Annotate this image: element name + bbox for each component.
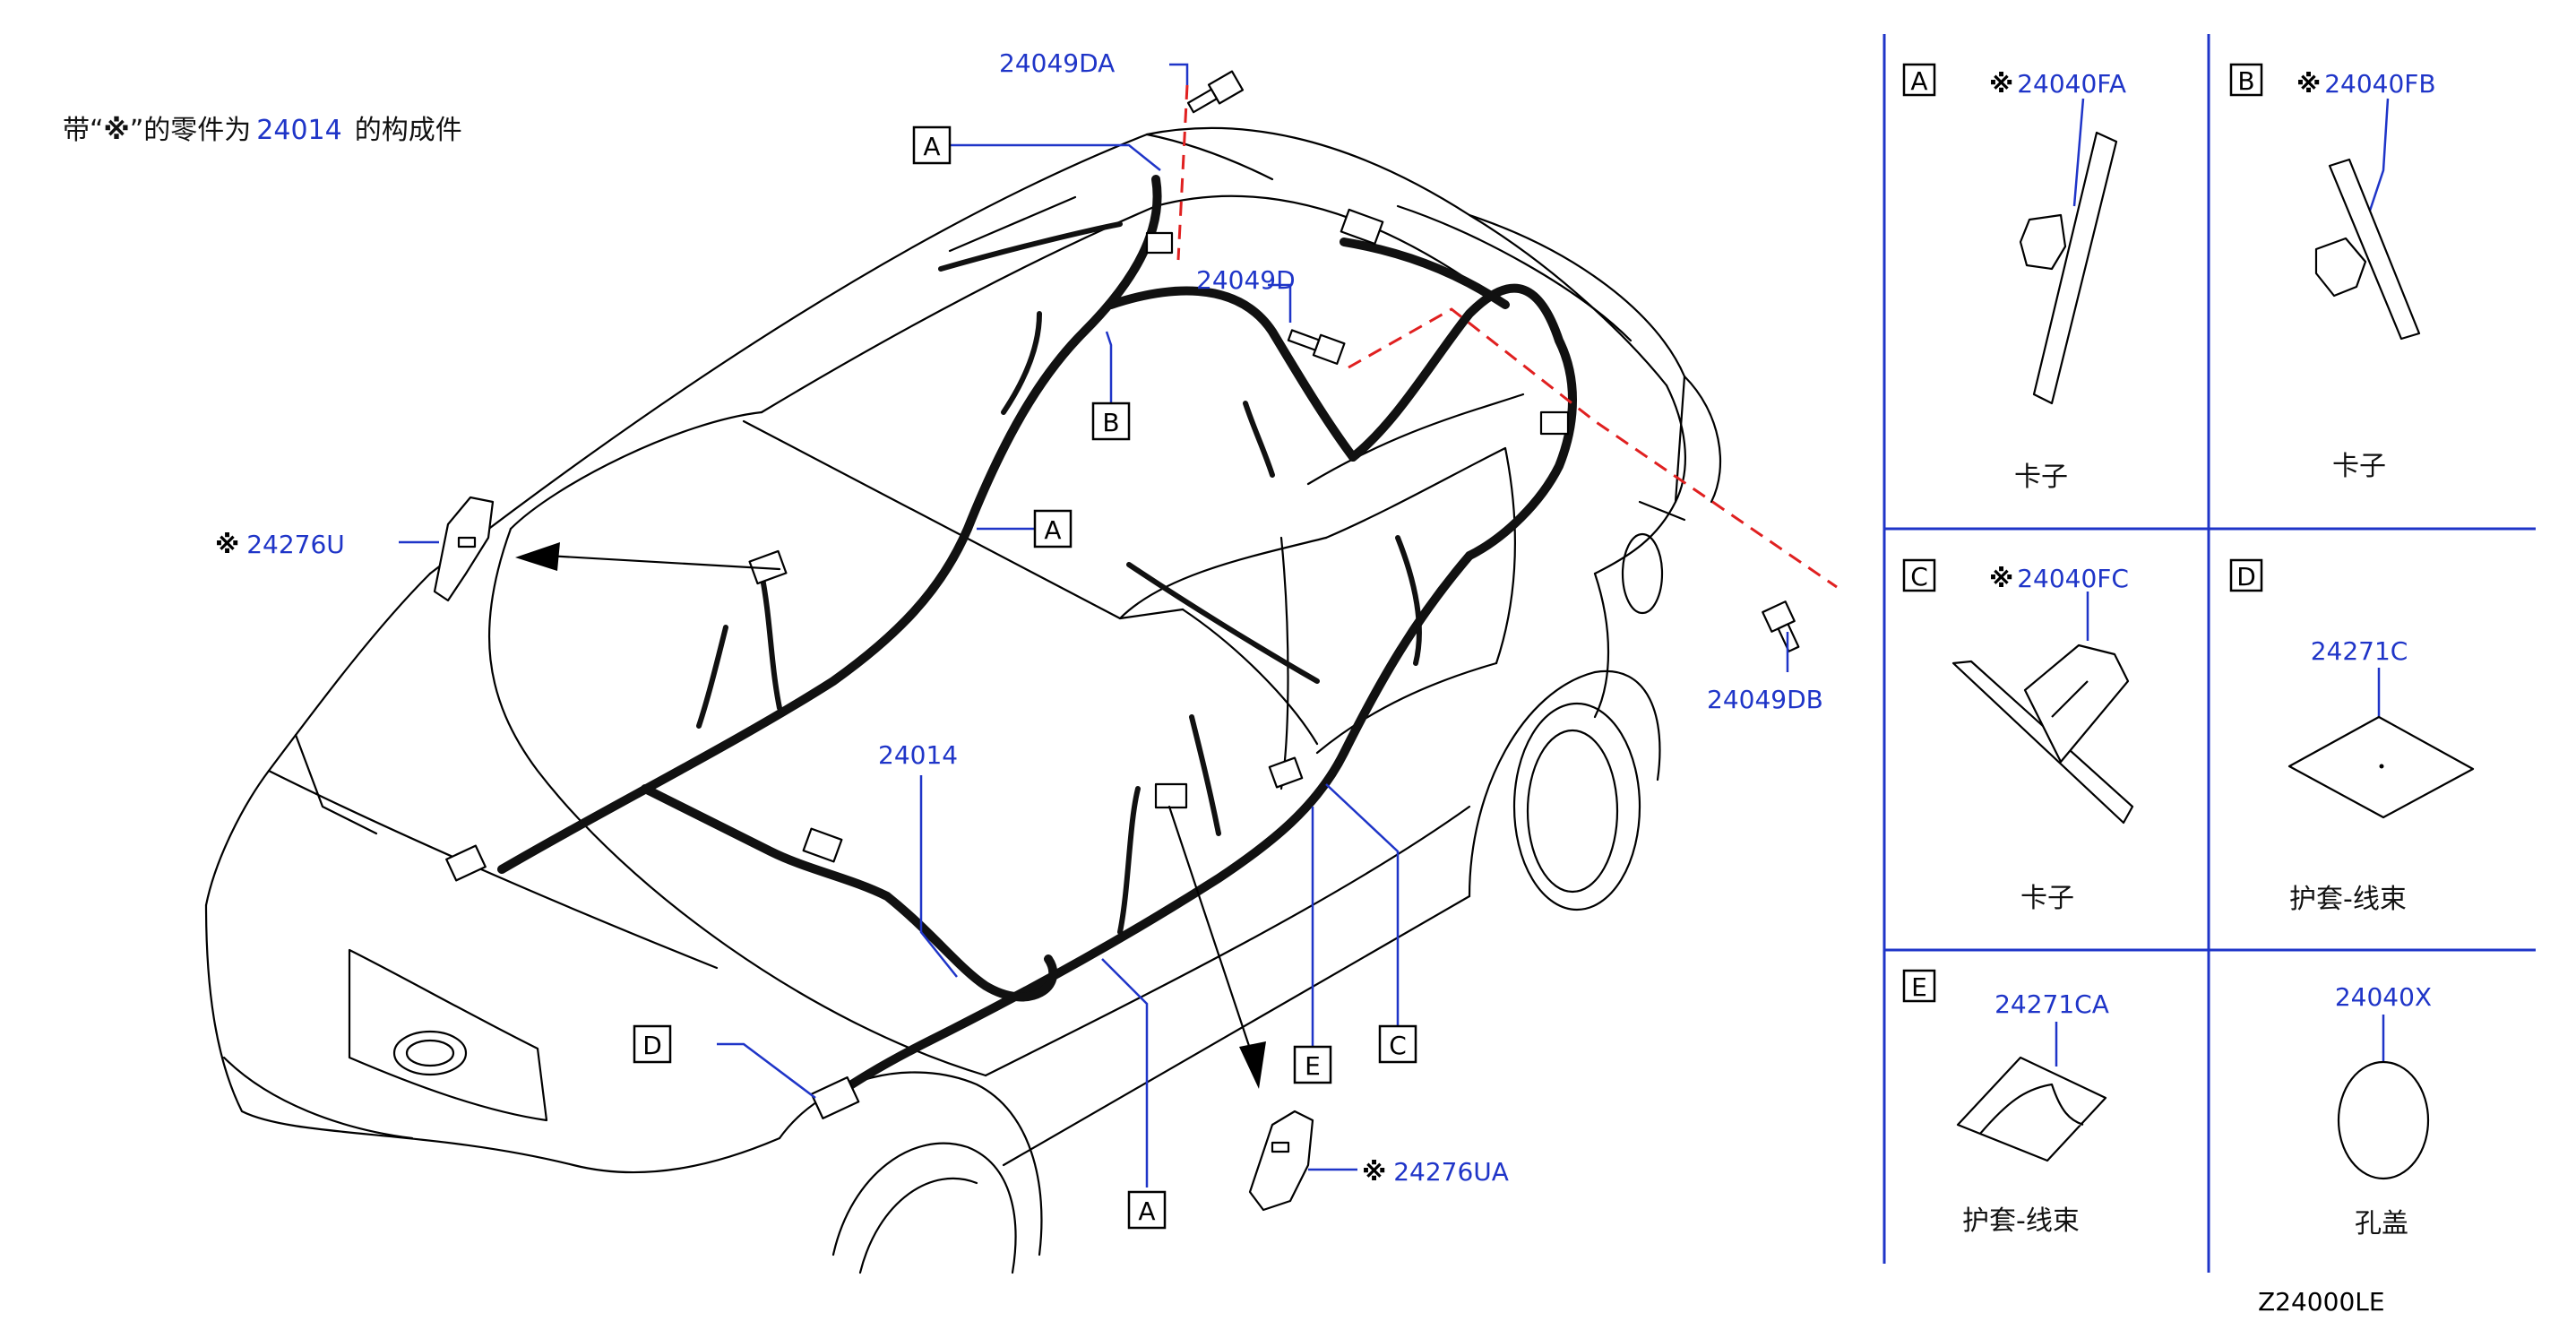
arrow-line-ua [1167, 805, 1252, 1050]
callout-A-top: A [912, 125, 952, 165]
arrow-head-ua [1239, 1041, 1266, 1089]
callout-B: B [1091, 402, 1131, 441]
svg-text:A: A [1044, 515, 1061, 545]
callout-D: D [633, 1024, 672, 1064]
part-no-24040FC: ※24040FC [1989, 564, 2129, 593]
svg-text:A: A [1138, 1196, 1155, 1226]
label-24276U: ※24276U [215, 530, 345, 559]
part-no-24271CA: 24271CA [1994, 989, 2109, 1019]
harness-connectors [445, 208, 1570, 1119]
parts-table-grid [1882, 34, 2536, 1273]
grommet-24271C-icon [2287, 715, 2475, 819]
svg-text:A: A [923, 132, 940, 161]
bolt-location-leaders [1176, 84, 1838, 589]
callout-C: C [1378, 1024, 1417, 1064]
part-no-24271C: 24271C [2311, 636, 2408, 666]
callout-A-bottom: A [1127, 1190, 1167, 1230]
grommet-24271CA-icon [1956, 1056, 2107, 1162]
diagram-code: Z24000LE [2258, 1287, 2385, 1317]
svg-text:A: A [1910, 66, 1927, 96]
parts-cell-24040X: 24040X 孔盖 [2335, 982, 2432, 1239]
part-name-C: 卡子 [2020, 883, 2074, 914]
svg-text:B: B [1102, 408, 1119, 437]
callout-E: E [1293, 1045, 1332, 1084]
parts-cell-A: A ※24040FA 卡子 [1902, 63, 2126, 493]
part-no-24040X: 24040X [2335, 982, 2432, 1012]
label-leaders [399, 63, 1789, 1188]
svg-text:D: D [642, 1031, 662, 1060]
svg-text:C: C [1389, 1031, 1407, 1060]
bolt-24049DB-icon [1762, 600, 1800, 652]
part-name-A: 卡子 [2014, 462, 2068, 493]
arrow-head-u [515, 542, 560, 571]
part-no-24040FA: ※24040FA [1989, 69, 2126, 99]
parts-cell-B: B ※24040FB 卡子 [2229, 63, 2436, 482]
svg-text:E: E [1305, 1051, 1321, 1081]
clip-24040FA-icon [2019, 131, 2118, 405]
part-name-24040X: 孔盖 [2355, 1208, 2408, 1239]
part-name-B: 卡子 [2332, 451, 2386, 482]
svg-text:D: D [2236, 562, 2256, 592]
svg-text:E: E [1911, 972, 1927, 1002]
part-no-24040FB: ※24040FB [2296, 69, 2436, 99]
part-name-E: 护套-线束 [1962, 1205, 2080, 1237]
parts-cell-D: D 24271C 护套-线束 [2229, 558, 2475, 915]
parts-cell-C: C ※24040FC 卡子 [1902, 558, 2134, 914]
clip-24040FB-icon [2314, 158, 2421, 341]
svg-text:C: C [1910, 562, 1928, 592]
arrow-line-u [545, 554, 781, 571]
bolt-24049DA-icon [1186, 70, 1245, 114]
label-24049DB: 24049DB [1707, 685, 1823, 714]
label-24049D: 24049D [1196, 265, 1296, 295]
wire-harness-24014 [497, 175, 1577, 1107]
label-24049DA: 24049DA [999, 48, 1115, 78]
hole-cover-24040X-icon [2337, 1060, 2430, 1180]
clip-24040FC-icon [1951, 643, 2134, 825]
parts-cell-E: E 24271CA 护套-线束 [1902, 969, 2109, 1237]
label-24014: 24014 [878, 740, 958, 770]
bracket-24276U-icon [433, 496, 495, 602]
svg-text:B: B [2237, 66, 2254, 96]
bracket-24276UA-icon [1248, 1110, 1314, 1212]
label-24276UA: ※24276UA [1362, 1157, 1509, 1187]
callout-A-middle: A [1033, 509, 1073, 548]
part-name-D: 护套-线束 [2289, 884, 2407, 915]
bolt-24049D-icon [1287, 329, 1346, 365]
